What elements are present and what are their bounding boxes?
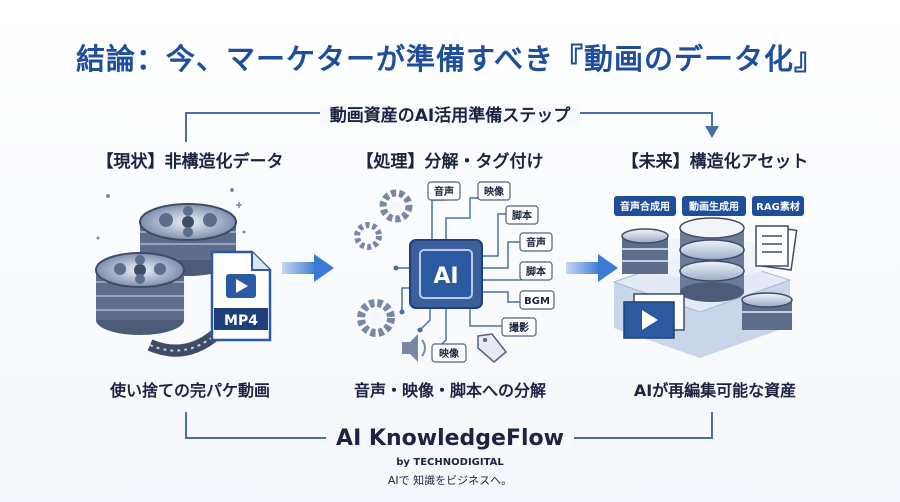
tag-audio-2: 音声: [519, 232, 553, 252]
documents-icon: [755, 225, 798, 271]
gear-icon: [354, 189, 413, 337]
mp4-file-icon: [210, 250, 272, 342]
svg-text:音声合成用: 音声合成用: [620, 200, 670, 213]
svg-text:動画生成用: 動画生成用: [689, 200, 739, 213]
brand-tagline: AIで 知識をビジネスへ。: [387, 474, 513, 487]
asset-tab-rag: RAG素材: [752, 196, 804, 216]
label-current: 【現状】非構造化データ: [96, 152, 284, 172]
svg-text:映像: 映像: [439, 347, 460, 360]
label-process: 【処理】分解・タグ付け: [356, 152, 544, 172]
asset-tab-video: 動画生成用: [682, 196, 746, 216]
tag-label-icon: [477, 333, 508, 363]
flow-subtitle: 動画資産のAI活用準備ステップ: [0, 101, 900, 126]
svg-text:撮影: 撮影: [509, 321, 529, 334]
ai-chip-label: AI: [433, 264, 458, 289]
label-future: 【未来】構造化アセット: [621, 152, 809, 172]
ai-chip-icon: [409, 239, 483, 309]
tag-script-1: 脚本: [505, 205, 539, 225]
svg-text:音声: 音声: [526, 236, 546, 249]
svg-text:音声: 音声: [434, 185, 454, 198]
mp4-badge: MP4: [224, 313, 258, 329]
database-small-icon: [741, 292, 793, 330]
svg-text:映像: 映像: [484, 185, 505, 198]
tag-script-2: 脚本: [519, 261, 553, 281]
circuit-lines: [396, 197, 522, 353]
tag-video-1: 映像: [477, 181, 511, 201]
arrow-right-icon: [282, 254, 334, 282]
svg-text:脚本: 脚本: [512, 209, 533, 222]
tag-video-2: 映像: [431, 343, 467, 363]
asset-tab-voice: 音声合成用: [614, 196, 676, 216]
page-title: 結論：今、マーケターが準備すべき『動画のデータ化』: [76, 42, 824, 76]
brand-name: AI KnowledgeFlow: [0, 426, 900, 451]
svg-text:RAG素材: RAG素材: [756, 200, 800, 213]
database-icon: [679, 217, 745, 302]
tag-audio-1: 音声: [427, 181, 461, 201]
arrow-right-icon: [566, 254, 618, 282]
down-arrow-icon: [705, 126, 719, 138]
database-small-icon: [621, 228, 669, 274]
caption-process: 音声・映像・脚本への分解: [353, 381, 546, 400]
caption-current: 使い捨ての完パケ動画: [109, 381, 270, 400]
brand-by: by TECHNODIGITAL: [396, 457, 504, 468]
svg-text:BGM: BGM: [524, 296, 550, 307]
tag-shoot: 撮影: [501, 317, 537, 337]
film-reels-icon: [95, 188, 246, 357]
svg-text:脚本: 脚本: [526, 265, 547, 278]
video-frame-icon: [623, 293, 685, 339]
tag-bgm: BGM: [519, 290, 555, 310]
caption-future: AIが再編集可能な資産: [633, 381, 797, 400]
speaker-icon: [402, 334, 426, 362]
